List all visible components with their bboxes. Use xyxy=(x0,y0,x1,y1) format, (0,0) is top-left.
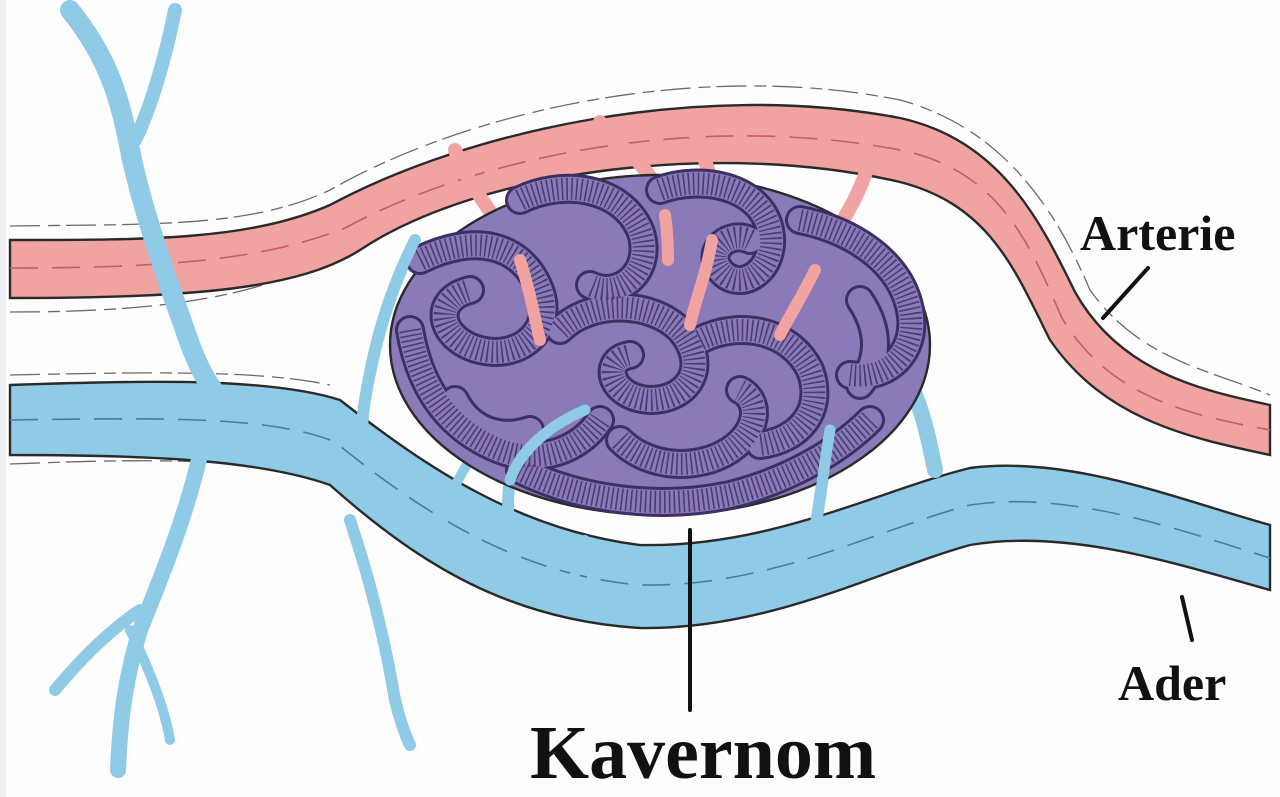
cavernoma xyxy=(370,175,930,530)
label-vein-group: Ader xyxy=(1118,597,1226,711)
vein-branch xyxy=(350,520,410,745)
label-cavernoma: Kavernom xyxy=(530,711,876,795)
label-artery-group: Arterie xyxy=(1080,205,1235,318)
vein-branch xyxy=(70,10,215,392)
vein-leader-line xyxy=(1182,597,1192,640)
vein-branch xyxy=(135,10,175,140)
left-edge-strip xyxy=(0,0,6,797)
label-artery: Arterie xyxy=(1080,205,1235,261)
vein-branch xyxy=(915,395,935,470)
label-vein: Ader xyxy=(1118,655,1226,711)
artery-branch xyxy=(665,215,668,260)
vein-branch xyxy=(130,630,170,740)
artery-leader-line xyxy=(1103,268,1148,318)
